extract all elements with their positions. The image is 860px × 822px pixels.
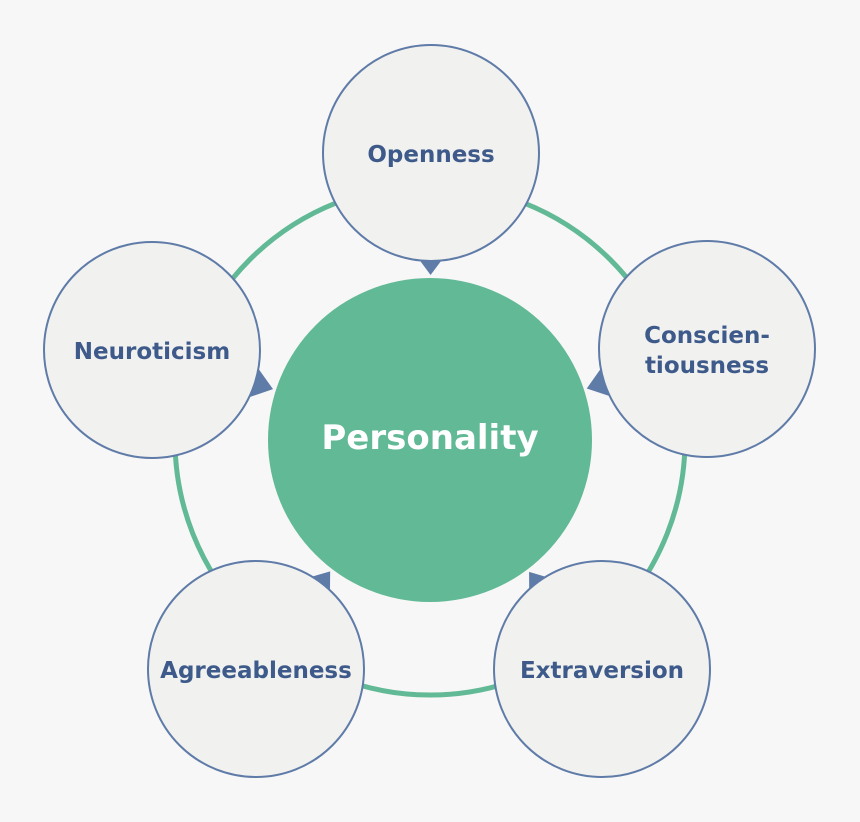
trait-node: Openness — [322, 44, 540, 262]
trait-circle — [43, 241, 261, 459]
center-circle — [268, 278, 592, 602]
trait-label: Openness — [367, 142, 494, 168]
trait-circle — [493, 560, 711, 778]
trait-circle — [147, 560, 365, 778]
trait-label: Neuroticism — [74, 339, 230, 365]
trait-node: Neuroticism — [43, 241, 261, 459]
trait-label: Extraversion — [520, 658, 684, 684]
trait-node: Extraversion — [493, 560, 711, 778]
trait-label: Conscien- — [644, 323, 770, 349]
trait-circle — [322, 44, 540, 262]
trait-label: tiousness — [645, 353, 769, 379]
trait-node: Agreeableness — [147, 560, 365, 778]
trait-circle — [598, 240, 816, 458]
center-label: Personality — [321, 418, 538, 458]
trait-node: Conscien-tiousness — [598, 240, 816, 458]
trait-label: Agreeableness — [160, 658, 352, 684]
